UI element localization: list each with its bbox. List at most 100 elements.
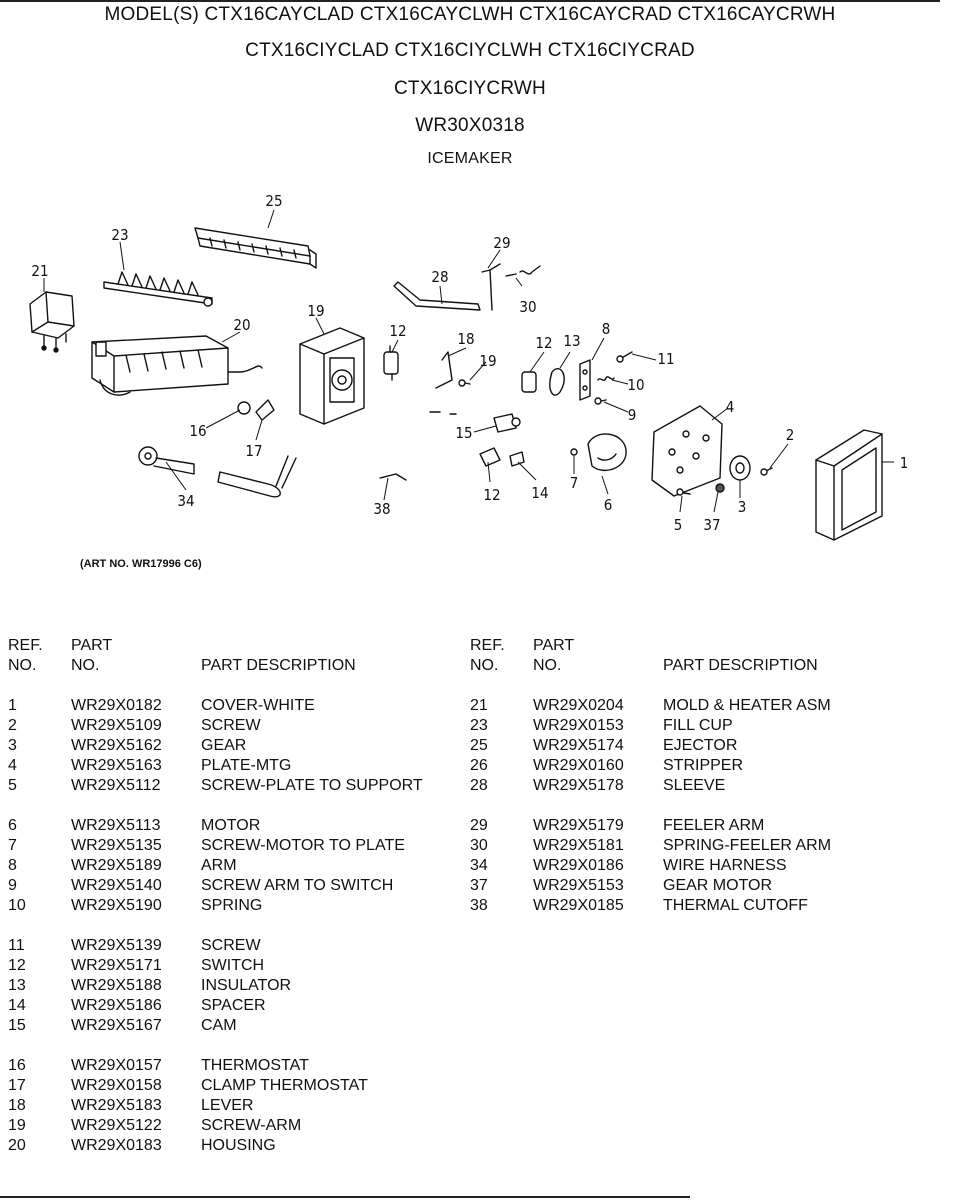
wire-harness-part <box>138 446 195 475</box>
part-description: MOTOR <box>201 817 261 834</box>
callout-label: 1 <box>900 454 909 472</box>
ref-header: REF. <box>8 637 43 654</box>
gear-screw-parts <box>676 455 773 496</box>
callout-label: 19 <box>479 352 496 370</box>
part-description: LEVER <box>201 1097 254 1114</box>
housing-part <box>299 327 365 425</box>
description-header: PART DESCRIPTION <box>201 657 356 674</box>
part-description: SPACER <box>201 997 266 1014</box>
top-rule <box>0 0 940 2</box>
part-number: WR29X5162 <box>71 737 162 754</box>
part-number: WR29X5163 <box>71 757 162 774</box>
description-header: PART DESCRIPTION <box>663 657 818 674</box>
ref-number: 21 <box>470 697 488 714</box>
part-number: WR29X5113 <box>71 817 161 834</box>
part-description: COVER-WHITE <box>201 697 315 714</box>
table-row: 18 WR29X5183 LEVER <box>8 1096 423 1116</box>
part-header: NO. <box>533 657 562 674</box>
callout-label: 8 <box>602 320 611 338</box>
callout-label: 37 <box>703 516 720 534</box>
part-number: WR29X5179 <box>533 817 624 834</box>
spring-feeler-part <box>505 265 541 277</box>
ref-header: REF. <box>470 637 505 654</box>
part-description: SCREW <box>201 717 261 734</box>
part-description: SCREW-MOTOR TO PLATE <box>201 837 405 854</box>
callout-labels: 25 23 21 20 19 29 28 30 12 18 19 12 13 8… <box>31 192 908 534</box>
ref-number: 2 <box>8 717 17 734</box>
callout-label: 14 <box>531 484 548 502</box>
thermostat-part <box>237 399 275 421</box>
part-number: WR29X0183 <box>71 1137 162 1154</box>
ref-number: 18 <box>8 1097 26 1114</box>
part-description: SCREW <box>201 937 261 954</box>
part-number: WR29X5178 <box>533 777 624 794</box>
kit-number: WR30X0318 <box>415 115 525 136</box>
mold-heater-part <box>91 335 263 396</box>
cam-part <box>429 411 521 433</box>
insulator-part <box>549 367 565 396</box>
table-header-row: REF.PART <box>470 636 831 656</box>
part-number: WR29X5167 <box>71 1017 162 1034</box>
part-description: CAM <box>201 1017 237 1034</box>
group-spacer <box>470 676 831 696</box>
part-number: WR29X0158 <box>71 1077 162 1094</box>
ejector-part <box>103 271 213 307</box>
ref-number: 23 <box>470 717 488 734</box>
leader-lines <box>43 209 894 513</box>
ref-header: NO. <box>8 657 37 674</box>
callout-label: 18 <box>457 330 474 348</box>
table-row: 7 WR29X5135 SCREW-MOTOR TO PLATE <box>8 836 423 856</box>
callout-label: 20 <box>233 316 250 334</box>
ref-number: 19 <box>8 1117 26 1134</box>
thermal-cutoff-part <box>379 473 407 481</box>
cover-part <box>815 429 883 541</box>
ref-number: 3 <box>8 737 17 754</box>
ref-number: 7 <box>8 837 17 854</box>
description-header-spacer <box>663 636 831 656</box>
part-description: SLEEVE <box>663 777 726 794</box>
part-number: WR29X0185 <box>533 897 624 914</box>
part-description: SPRING-FEELER ARM <box>663 837 832 854</box>
callout-label: 12 <box>535 334 552 352</box>
bottom-rule <box>0 1196 690 1198</box>
part-number: WR29X5135 <box>71 837 162 854</box>
assembly-title: ICEMAKER <box>427 150 513 167</box>
ref-number: 9 <box>8 877 17 894</box>
part-description: HOUSING <box>201 1137 276 1154</box>
ref-number: 20 <box>8 1137 26 1154</box>
callout-label: 29 <box>493 234 510 252</box>
spacer-cell <box>8 796 71 816</box>
callout-label: 34 <box>177 492 194 510</box>
part-description: CLAMP THERMOSTAT <box>201 1077 368 1094</box>
switch-part-a <box>383 345 399 381</box>
part-description: MOLD & HEATER ASM <box>663 697 831 714</box>
callout-label: 12 <box>483 486 500 504</box>
group-spacer <box>8 676 423 696</box>
callout-label: 38 <box>373 500 390 518</box>
part-number: WR29X0186 <box>533 857 624 874</box>
screw-spring-parts <box>594 351 633 405</box>
part-number: WR29X5183 <box>71 1097 162 1114</box>
ref-number: 14 <box>8 997 26 1014</box>
ref-number: 5 <box>8 777 17 794</box>
part-description: SWITCH <box>201 957 265 974</box>
ref-number: 29 <box>470 817 488 834</box>
spacer-cell <box>470 676 533 696</box>
group-spacer <box>8 1036 423 1056</box>
part-number: WR29X5140 <box>71 877 162 894</box>
exploded-parts-diagram: 25 23 21 20 19 29 28 30 12 18 19 12 13 8… <box>29 192 908 541</box>
